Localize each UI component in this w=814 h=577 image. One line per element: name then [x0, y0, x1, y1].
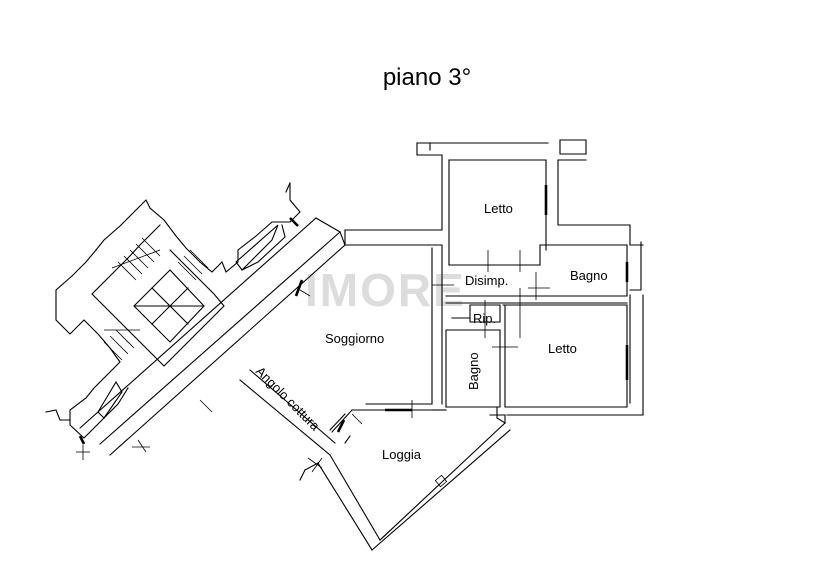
room-label-disimp: Disimp.	[465, 273, 508, 288]
stairwell	[45, 182, 301, 439]
watermark-logo: IMORE	[305, 264, 466, 316]
room-label-soggiorno: Soggiorno	[325, 331, 384, 346]
floor-title: piano 3°	[382, 64, 472, 91]
room-label-letto-2: Letto	[548, 341, 577, 356]
room-labels: Letto Disimp. Bagno Rip. Letto Soggiorno…	[253, 201, 608, 462]
room-label-loggia: Loggia	[382, 447, 422, 462]
room-label-angolo-cottura: Angolo cottura	[253, 364, 323, 434]
cross-marks	[76, 250, 550, 473]
room-label-bagno-2: Bagno	[466, 352, 481, 390]
room-label-letto-1: Letto	[484, 201, 513, 216]
room-label-rip: Rip.	[473, 311, 496, 326]
window-marks	[78, 185, 629, 445]
diagonal-walls	[79, 217, 511, 551]
room-label-bagno-1: Bagno	[570, 268, 608, 283]
